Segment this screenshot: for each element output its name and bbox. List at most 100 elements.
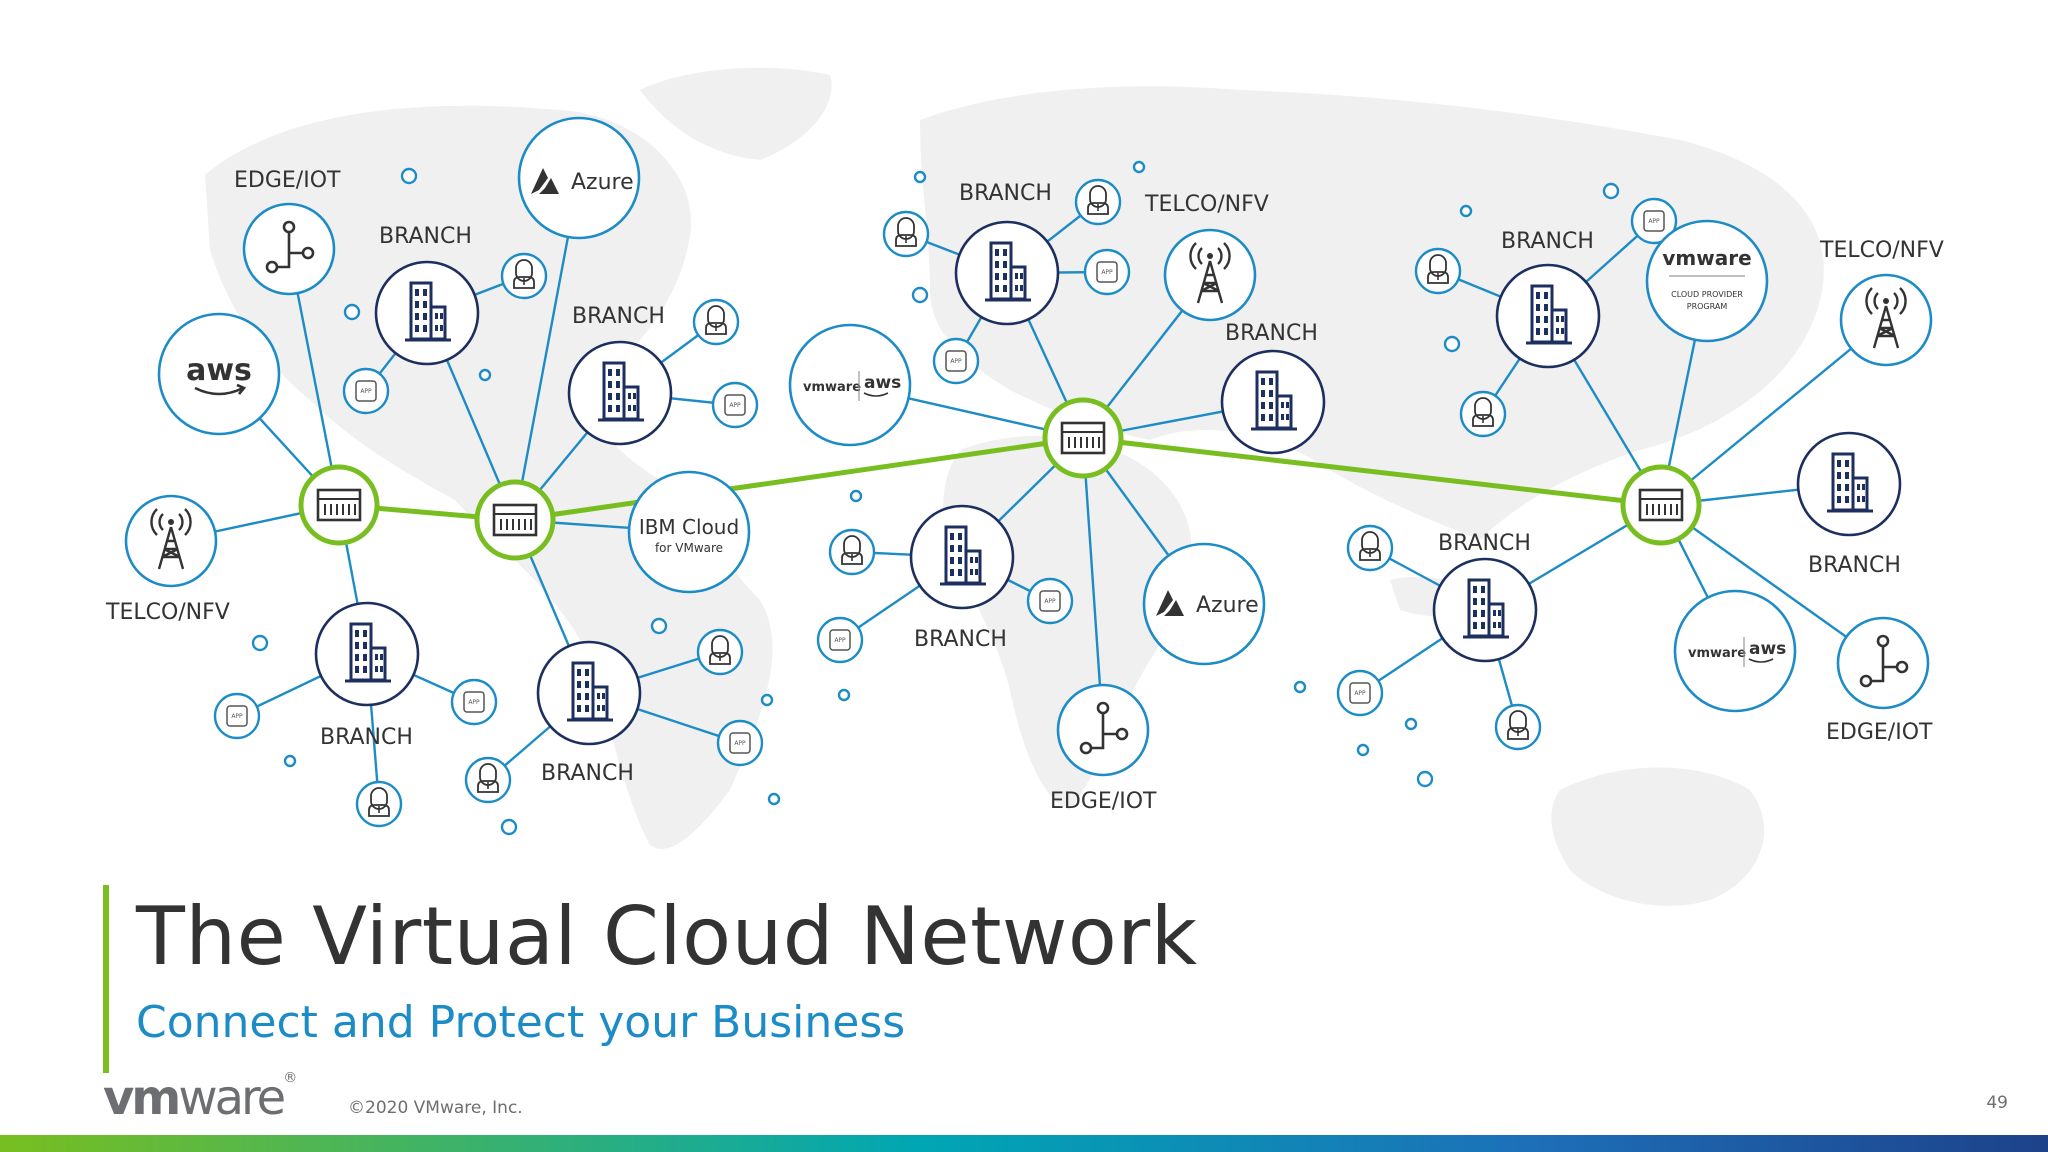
branch-label: BRANCH: [1225, 321, 1318, 346]
app-node: APP: [1083, 248, 1131, 296]
decorative-dots: [251, 160, 1620, 836]
user-node: [355, 780, 403, 828]
app-node: APP: [1026, 577, 1074, 625]
user-node: [882, 210, 930, 258]
svg-text:APP: APP: [468, 699, 480, 706]
hub-node: [1042, 397, 1124, 479]
svg-text:vmware: vmware: [803, 380, 861, 395]
telco-nfv-label: TELCO/NFV: [105, 600, 230, 625]
app-node: APP: [450, 678, 498, 726]
app-node: APP: [816, 616, 864, 664]
aws-smile-icon: [194, 383, 247, 396]
branch-label: BRANCH: [1438, 531, 1531, 556]
logo-ware: ware: [178, 1070, 286, 1126]
branch-label: BRANCH: [541, 761, 634, 786]
branch-node: [374, 260, 480, 366]
user-node: [464, 756, 512, 804]
svg-text:APP: APP: [1354, 690, 1366, 697]
branch-node: [1432, 557, 1538, 663]
app-node: APP: [1630, 197, 1678, 245]
branch-node: [1495, 263, 1601, 369]
app-node: APP: [711, 381, 759, 429]
azure-node: Azure: [1142, 542, 1266, 666]
svg-text:vmware: vmware: [1688, 646, 1746, 661]
user-node: [1346, 524, 1394, 572]
svg-text:APP: APP: [834, 637, 846, 644]
telco-nfv-label: TELCO/NFV: [1819, 238, 1944, 263]
app-node: APP: [716, 719, 764, 767]
edge-iot-node: [1056, 683, 1150, 777]
footer-gradient-bar: [0, 1135, 2048, 1152]
telco-nfv-node: [1163, 228, 1257, 322]
svg-text:CLOUD PROVIDER: CLOUD PROVIDER: [1671, 290, 1743, 299]
branch-label: BRANCH: [1501, 229, 1594, 254]
aws-node: aws: [157, 312, 281, 436]
logo-vm: vm: [103, 1070, 181, 1126]
page-number: 49: [1986, 1093, 2008, 1113]
hub-node: [474, 479, 556, 561]
slide-subtitle: Connect and Protect your Business: [136, 997, 906, 1048]
edge-iot-label: EDGE/IOT: [234, 168, 341, 193]
user-node: [1414, 247, 1462, 295]
edge-iot-node: [1836, 616, 1930, 710]
logo-registered: ®: [283, 1070, 298, 1086]
branch-label: BRANCH: [572, 304, 665, 329]
app-nodes: APP APP APP APP APP APP APP APP APP APP …: [213, 197, 1678, 767]
user-node: [828, 528, 876, 576]
user-node: [1459, 390, 1507, 438]
svg-text:aws: aws: [186, 353, 252, 388]
svg-text:APP: APP: [1101, 269, 1113, 276]
app-node: APP: [932, 337, 980, 385]
ibm-cloud-node: IBM Cloud for VMware: [627, 470, 751, 594]
svg-text:aws: aws: [1749, 639, 1786, 659]
vmware-logo: vmware®: [103, 1070, 297, 1126]
branch-label: BRANCH: [1808, 553, 1901, 578]
svg-text:APP: APP: [734, 740, 746, 747]
edge-iot-node: [242, 202, 336, 296]
branch-node: [1220, 349, 1326, 455]
branch-label: BRANCH: [379, 224, 472, 249]
svg-text:APP: APP: [950, 358, 962, 365]
svg-text:APP: APP: [1044, 598, 1056, 605]
app-node: APP: [213, 692, 261, 740]
branch-label: BRANCH: [914, 627, 1007, 652]
branch-node: [536, 640, 642, 746]
svg-text:Azure: Azure: [1196, 593, 1259, 618]
copyright: ©2020 VMware, Inc.: [348, 1098, 523, 1118]
svg-text:PROGRAM: PROGRAM: [1687, 302, 1728, 311]
user-node: [500, 252, 548, 300]
svg-text:Azure: Azure: [571, 170, 634, 195]
telco-nfv-node: [124, 494, 218, 588]
telco-nfv-label: TELCO/NFV: [1144, 192, 1269, 217]
vmware-aws-node: vmware aws: [1673, 589, 1797, 713]
azure-node: Azure: [517, 116, 641, 240]
branch-label: BRANCH: [959, 181, 1052, 206]
svg-text:IBM Cloud: IBM Cloud: [639, 515, 739, 539]
svg-text:aws: aws: [864, 373, 901, 393]
hub-node: [1620, 464, 1702, 546]
node-labels: EDGE/IOT BRANCH BRANCH TELCO/NFV BRANCH …: [105, 168, 1944, 814]
branch-node: [909, 504, 1015, 610]
svg-text:APP: APP: [360, 388, 372, 395]
vmware-cloud-provider-node: vmware CLOUD PROVIDER PROGRAM: [1645, 219, 1769, 343]
branch-node: [314, 601, 420, 707]
branch-node: [1796, 431, 1902, 537]
svg-text:vmware: vmware: [1662, 246, 1751, 270]
branch-node: [954, 220, 1060, 326]
svg-text:APP: APP: [729, 402, 741, 409]
slide-title: The Virtual Cloud Network: [136, 890, 1198, 983]
user-node: [1494, 703, 1542, 751]
user-nodes: [355, 178, 1542, 828]
edge-iot-label: EDGE/IOT: [1050, 789, 1157, 814]
svg-text:APP: APP: [231, 713, 243, 720]
user-node: [692, 298, 740, 346]
svg-text:APP: APP: [1648, 218, 1660, 225]
vmware-aws-node: vmware aws: [788, 323, 912, 447]
branch-label: BRANCH: [320, 725, 413, 750]
title-accent-bar: [103, 885, 109, 1073]
svg-text:for VMware: for VMware: [655, 541, 723, 555]
user-node: [696, 628, 744, 676]
hub-node: [298, 464, 380, 546]
app-node: APP: [342, 367, 390, 415]
